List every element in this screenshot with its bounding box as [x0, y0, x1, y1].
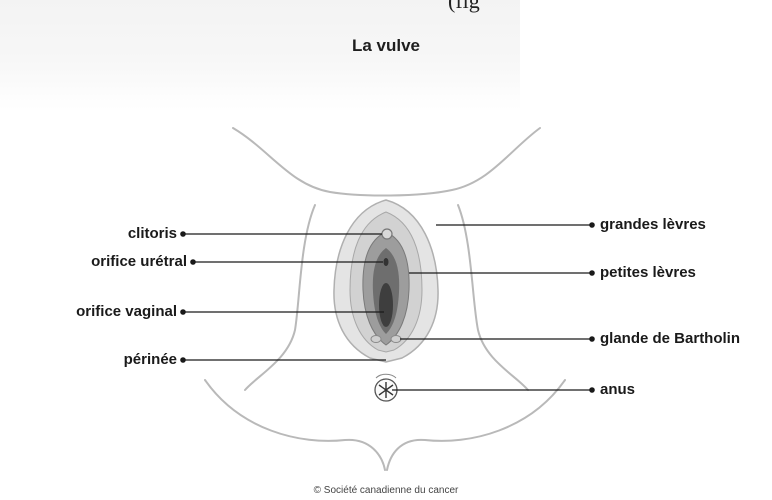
leader-dot-petites-levres — [590, 271, 594, 275]
bartholin-gland-left — [371, 336, 381, 343]
vaginal-opening-shape — [379, 283, 393, 327]
anus-shape — [375, 374, 397, 401]
label-clitoris: clitoris — [128, 225, 177, 243]
leader-dot-anus — [590, 388, 594, 392]
label-grandes-levres: grandes lèvres — [600, 216, 706, 234]
label-glande-bartholin: glande de Bartholin — [600, 330, 740, 348]
leader-dot-orifice-uretral — [191, 260, 195, 264]
leader-dot-orifice-vaginal — [181, 310, 185, 314]
leader-dot-bartholin — [590, 337, 594, 341]
label-orifice-vaginal: orifice vaginal — [76, 303, 177, 321]
leader-dot-grandes-levres — [590, 223, 594, 227]
copyright-credit: © Société canadienne du cancer — [0, 485, 772, 496]
clitoris-shape — [382, 229, 392, 239]
leader-dot-clitoris — [181, 232, 185, 236]
label-orifice-uretral: orifice urétral — [91, 253, 187, 271]
label-anus: anus — [600, 381, 635, 399]
bartholin-gland-right — [391, 336, 401, 343]
label-perinee: périnée — [124, 351, 177, 369]
leader-dot-perinee — [181, 358, 185, 362]
label-petites-levres: petites lèvres — [600, 264, 696, 282]
urethral-opening-shape — [384, 258, 389, 266]
